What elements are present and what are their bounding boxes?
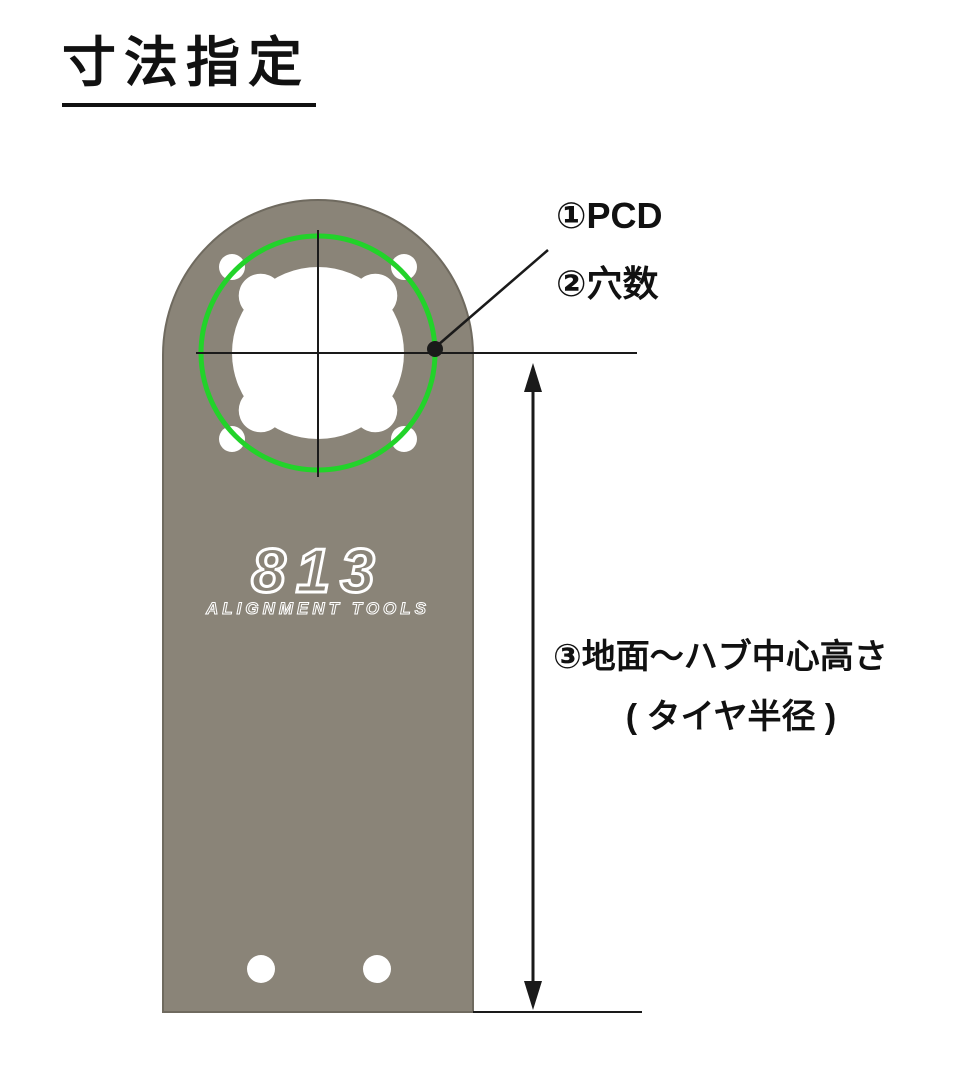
bolt-hole-se: [391, 426, 417, 452]
label-pcd: ①PCD: [556, 195, 663, 236]
bottom-holes: [247, 955, 391, 983]
hub-slot-se: [334, 369, 398, 433]
logo-813: 813 ALIGNMENT TOOLS: [204, 536, 430, 619]
page-title: 寸法指定: [62, 33, 316, 108]
hub-slot-ne: [334, 273, 398, 337]
hub-slot-nw: [238, 273, 302, 337]
arrow-head-bottom: [524, 981, 542, 1010]
logo-number: 813: [251, 537, 384, 606]
label-hub-height: ③地面～ハブ中心高さ: [553, 637, 888, 676]
bolt-hole-sw: [219, 426, 245, 452]
label-hole-count: ②穴数: [556, 263, 658, 304]
bolt-hole-nw: [219, 254, 245, 280]
bolt-hole-ne: [391, 254, 417, 280]
logo-text: ALIGNMENT TOOLS: [205, 599, 430, 618]
hub-slot-sw: [238, 369, 302, 433]
bolt-holes: [219, 254, 417, 452]
bottom-hole-left: [247, 955, 275, 983]
pcd-leader-line: [437, 249, 549, 346]
bottom-hole-right: [363, 955, 391, 983]
label-tire-radius: ( タイヤ半径 ): [626, 698, 837, 736]
arrow-head-top: [524, 363, 542, 392]
height-dimension-arrow: [524, 363, 542, 1010]
